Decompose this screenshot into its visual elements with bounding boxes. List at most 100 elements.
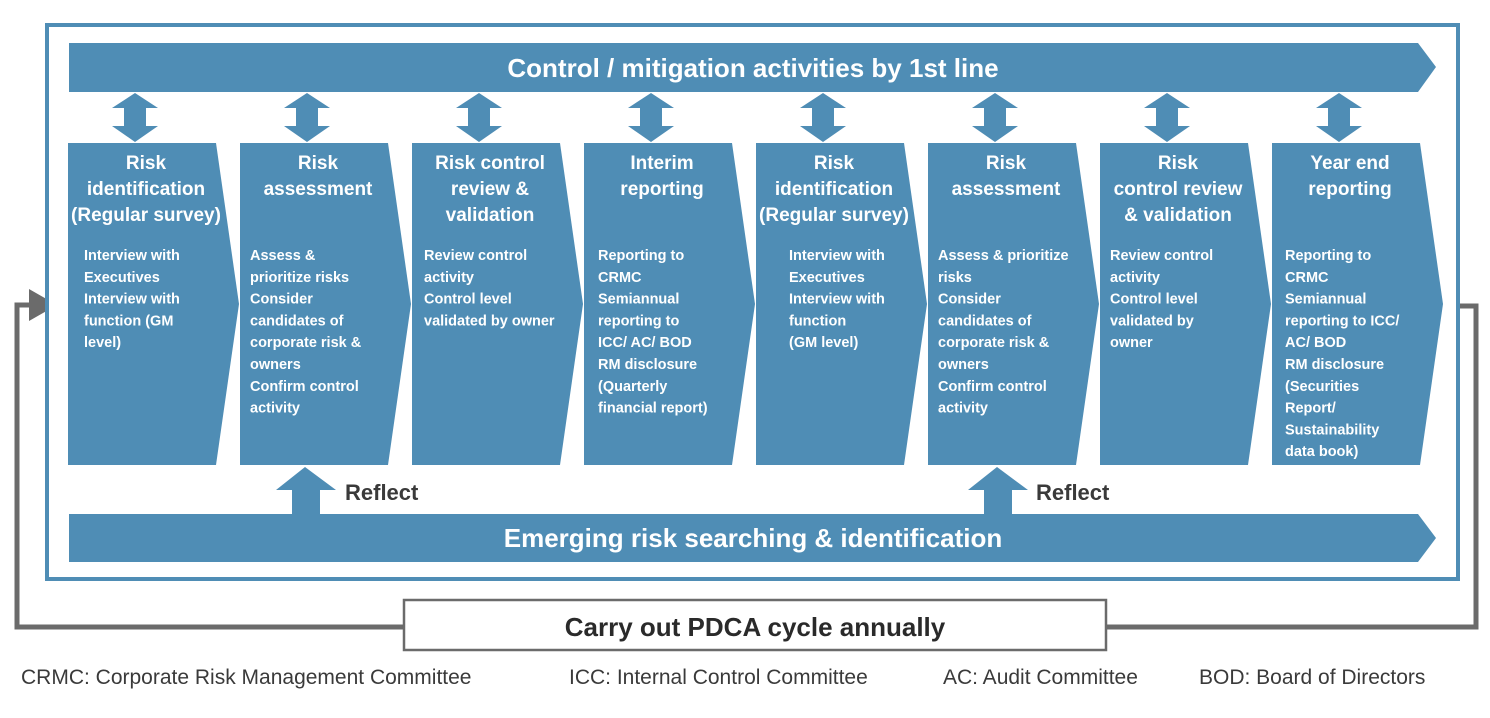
- double-vertical-arrow-icon: [800, 93, 846, 142]
- step-body-line: Interview with: [789, 248, 885, 264]
- step-body-line: level): [84, 335, 121, 351]
- top-band: Control / mitigation activities by 1st l…: [69, 43, 1436, 92]
- step-body-line: reporting to: [598, 313, 679, 329]
- step-body-line: candidates of: [250, 313, 344, 329]
- step-body-line: (Securities: [1285, 379, 1359, 395]
- step-body-line: Report/: [1285, 401, 1336, 417]
- reflect-group-2: Reflect: [968, 467, 1110, 517]
- reflect-label: Reflect: [1036, 480, 1110, 505]
- step-title-line: Risk: [126, 153, 167, 174]
- step-body-line: data book): [1285, 444, 1358, 460]
- step-body-line: Sustainability: [1285, 422, 1379, 438]
- step-body-line: Review control: [1110, 248, 1213, 264]
- step-1: Risk identification (Regular survey) Interv…: [68, 143, 239, 465]
- step-body-line: function (GM: [84, 313, 173, 329]
- double-vertical-arrow-icon: [112, 93, 158, 142]
- step-body-line: Interview with: [84, 248, 180, 264]
- step-body-line: Consider: [938, 292, 1001, 308]
- reflect-label: Reflect: [345, 480, 419, 505]
- double-vertical-arrow-icon: [456, 93, 502, 142]
- step-body-line: Confirm control: [938, 379, 1047, 395]
- step-title-line: assessment: [952, 179, 1061, 200]
- step-body-line: owners: [250, 357, 301, 373]
- step-body-line: CRMC: [598, 270, 642, 286]
- double-vertical-arrow-icon: [628, 93, 674, 142]
- step-arrow-shape: [1272, 143, 1443, 465]
- double-arrow-row: [112, 93, 1362, 142]
- top-band-arrow: [69, 43, 1436, 92]
- right-arrowhead-icon: [29, 289, 57, 321]
- step-arrow-shape: [1100, 143, 1271, 465]
- top-band-label: Control / mitigation activities by 1st l…: [507, 53, 998, 83]
- step-body-line: (GM level): [789, 335, 858, 351]
- step-body-line: (Quarterly: [598, 379, 667, 395]
- step-body-line: Executives: [789, 270, 865, 286]
- step-body-line: AC/ BOD: [1285, 335, 1346, 351]
- step-body-line: Interview with: [789, 292, 885, 308]
- step-body-line: Confirm control: [250, 379, 359, 395]
- step-title-line: identification: [775, 179, 893, 200]
- step-body-line: Review control: [424, 248, 527, 264]
- double-vertical-arrow-icon: [284, 93, 330, 142]
- reflect-group-1: Reflect: [276, 467, 419, 517]
- step-body-line: candidates of: [938, 313, 1032, 329]
- step-body-line: corporate risk &: [250, 335, 362, 351]
- step-body-line: Assess &: [250, 248, 316, 264]
- step-title-line: assessment: [264, 179, 373, 200]
- step-title-line: (Regular survey): [71, 205, 221, 226]
- step-body-line: validated by: [1110, 313, 1194, 329]
- step-title-line: Risk: [298, 153, 339, 174]
- step-body-line: Semiannual: [598, 292, 679, 308]
- step-arrow-shape: [412, 143, 583, 465]
- step-title-line: reporting: [1308, 179, 1391, 200]
- up-arrow-icon: [968, 467, 1028, 517]
- step-title-line: Risk: [814, 153, 855, 174]
- step-body-line: reporting to ICC/: [1285, 313, 1399, 329]
- pdca-box: Carry out PDCA cycle annually: [402, 598, 1108, 652]
- double-vertical-arrow-icon: [1316, 93, 1362, 142]
- step-title-line: Year end: [1310, 153, 1389, 174]
- step-body-line: Semiannual: [1285, 292, 1366, 308]
- step-arrow-shape: [928, 143, 1099, 465]
- step-body-line: Control level: [1110, 292, 1198, 308]
- step-body-line: RM disclosure: [598, 357, 697, 373]
- step-body-line: owners: [938, 357, 989, 373]
- step-title-line: Risk: [986, 153, 1027, 174]
- step-arrow-shape: [584, 143, 755, 465]
- step-body-line: Reporting to: [1285, 248, 1371, 264]
- bottom-band-arrow: [69, 514, 1436, 562]
- step-title-line: review &: [451, 179, 529, 200]
- step-body-line: activity: [424, 270, 474, 286]
- legend-item-crmc: CRMC: Corporate Risk Management Committe…: [21, 666, 471, 689]
- step-body-line: ICC/ AC/ BOD: [598, 335, 692, 351]
- pdca-loop-line-left: [14, 302, 404, 630]
- step-body-line: CRMC: [1285, 270, 1329, 286]
- step-body-line: corporate risk &: [938, 335, 1050, 351]
- step-body-line: Consider: [250, 292, 313, 308]
- step-arrow-shape: [240, 143, 411, 465]
- step-body-line: Assess & prioritize: [938, 248, 1069, 264]
- step-sequence: Risk identification (Regular survey) Interv…: [68, 143, 1443, 465]
- pdca-label: Carry out PDCA cycle annually: [565, 612, 946, 642]
- double-vertical-arrow-icon: [1144, 93, 1190, 142]
- step-title-line: identification: [87, 179, 205, 200]
- step-body-line: Control level: [424, 292, 512, 308]
- step-title-line: control review: [1114, 179, 1243, 200]
- legend-item-bod: BOD: Board of Directors: [1199, 666, 1425, 689]
- step-body-line: validated by owner: [424, 313, 555, 329]
- step-body-line: Interview with: [84, 292, 180, 308]
- step-title-line: Interim: [630, 153, 693, 174]
- double-vertical-arrow-icon: [972, 93, 1018, 142]
- step-body-line: prioritize risks: [250, 270, 349, 286]
- pdca-box-frame: [402, 598, 1108, 652]
- bottom-band-label: Emerging risk searching & identification: [504, 523, 1002, 553]
- up-arrow-icon: [276, 467, 336, 517]
- step-title-line: validation: [446, 205, 535, 226]
- step-body-line: activity: [938, 401, 988, 417]
